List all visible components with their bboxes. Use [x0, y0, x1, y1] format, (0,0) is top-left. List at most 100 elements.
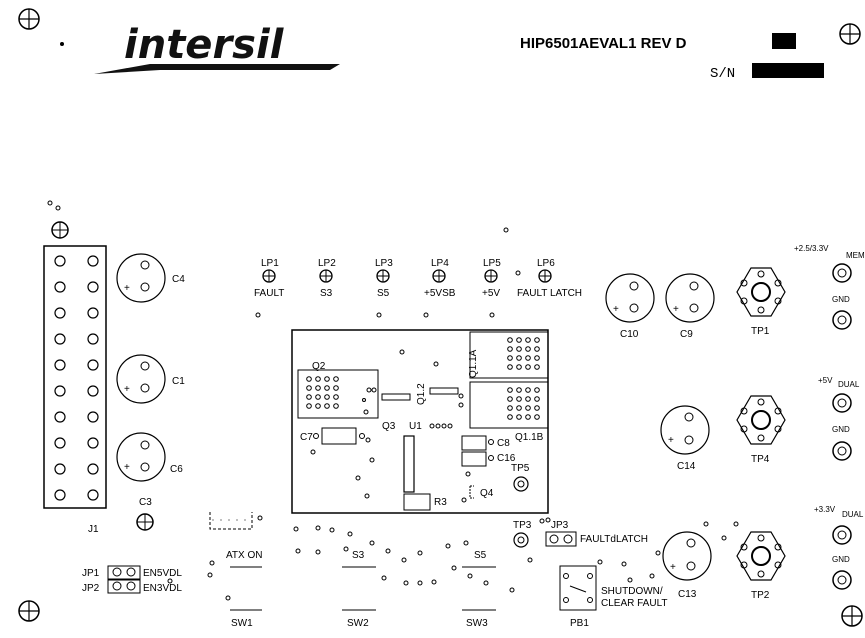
svg-text:Q4: Q4 [480, 488, 494, 499]
led-ref: LP1 [261, 258, 279, 269]
q1-pad [507, 337, 513, 343]
j1-pin [87, 437, 99, 449]
svg-text:JP2: JP2 [82, 583, 100, 594]
q1-pad [525, 364, 531, 370]
via [417, 580, 423, 586]
svg-text:+3.3V: +3.3V [814, 505, 836, 514]
via [597, 559, 603, 565]
svg-text:SW2: SW2 [347, 618, 369, 629]
j1-pin [54, 255, 66, 267]
j1-pin [87, 307, 99, 319]
j1-pin [54, 489, 66, 501]
q2-pad [315, 376, 321, 382]
led-ref: LP2 [318, 258, 336, 269]
svg-text:U1: U1 [409, 421, 422, 432]
via [627, 577, 633, 583]
via [403, 580, 409, 586]
capacitor-c10: + C10 [605, 273, 655, 340]
q1-pad [534, 396, 540, 402]
jumpers-jp1-jp2: JP1 JP2 EN5VDL EN3VDL [82, 565, 182, 594]
j1-pin [54, 463, 66, 475]
svg-text:C3: C3 [139, 497, 152, 508]
q2-pad [306, 394, 312, 400]
q1-pad [507, 387, 513, 393]
via [463, 540, 469, 546]
q2-pad [333, 376, 339, 382]
via [483, 580, 489, 586]
via [649, 573, 655, 579]
via [703, 521, 709, 527]
led-label: S5 [377, 288, 390, 299]
svg-text:Q2: Q2 [312, 361, 326, 372]
led-label: +5VSB [424, 288, 456, 299]
via [315, 525, 321, 531]
test-point-tp3: TP3 [513, 520, 532, 548]
svg-text:+: + [124, 462, 130, 473]
via [369, 540, 375, 546]
svg-text:GND: GND [832, 295, 850, 304]
j1-label: J1 [88, 524, 99, 535]
svg-text:Q3: Q3 [382, 421, 396, 432]
led-ref: LP5 [483, 258, 501, 269]
via [293, 526, 299, 532]
j1-pin [54, 333, 66, 345]
q1-pad [525, 387, 531, 393]
svg-text:PB1: PB1 [570, 618, 589, 629]
via [347, 531, 353, 537]
svg-text:+: + [673, 304, 679, 315]
connector-j1: J1 [43, 200, 154, 535]
q1-pad [516, 355, 522, 361]
q2-pad [324, 394, 330, 400]
svg-text:C16: C16 [497, 453, 516, 464]
led-label: S3 [320, 288, 333, 299]
svg-text:+: + [124, 283, 130, 294]
j1-pin [87, 333, 99, 345]
q2-pad [333, 403, 339, 409]
via [315, 549, 321, 555]
q2-pad [306, 376, 312, 382]
capacitor-c13: + C13 [662, 531, 712, 600]
j1-pin [87, 489, 99, 501]
via [329, 527, 335, 533]
q2-pad [306, 385, 312, 391]
switch-sw1: ATX ON SW1 [207, 550, 262, 629]
q1-pad [534, 346, 540, 352]
j1-pin [87, 255, 99, 267]
svg-text:DUAL: DUAL [838, 380, 860, 389]
svg-text:+: + [670, 562, 676, 573]
svg-text:C9: C9 [680, 329, 693, 340]
q1-pad [534, 364, 540, 370]
j1-pin [54, 281, 66, 293]
capacitor-c3: C3 [139, 497, 263, 530]
q1-pad [516, 346, 522, 352]
svg-text:+2.5/3.3V: +2.5/3.3V [794, 244, 829, 253]
svg-text:S3: S3 [352, 550, 365, 561]
svg-text:C8: C8 [497, 438, 510, 449]
via [467, 573, 473, 579]
q2-pad [315, 385, 321, 391]
led-row: LP1FAULTLP2S3LP3S5LP4+5VSBLP5+5VLP6FAULT… [254, 258, 582, 299]
q1-pad [525, 414, 531, 420]
svg-text:JP1: JP1 [82, 568, 100, 579]
q1-pad [516, 396, 522, 402]
q2-pad [315, 403, 321, 409]
via [401, 557, 407, 563]
q1-pad [534, 414, 540, 420]
svg-text:CLEAR FAULT: CLEAR FAULT [601, 598, 668, 609]
svg-text:FAULTdLATCH: FAULTdLATCH [580, 534, 648, 545]
svg-text:GND: GND [832, 555, 850, 564]
switch-sw2: S3 SW2 [342, 550, 376, 629]
tp2-label: TP2 [751, 590, 770, 601]
svg-text:intersil: intersil [124, 22, 285, 68]
capacitor-c6: + C6 [116, 432, 183, 482]
j1-pin [54, 437, 66, 449]
board-title: HIP6501AEVAL1 REV D [520, 35, 687, 52]
via [509, 587, 515, 593]
svg-text:SW3: SW3 [466, 618, 488, 629]
svg-text:SHUTDOWN/: SHUTDOWN/ [601, 586, 663, 597]
q2-pad [333, 385, 339, 391]
led-label: FAULT [254, 288, 284, 299]
